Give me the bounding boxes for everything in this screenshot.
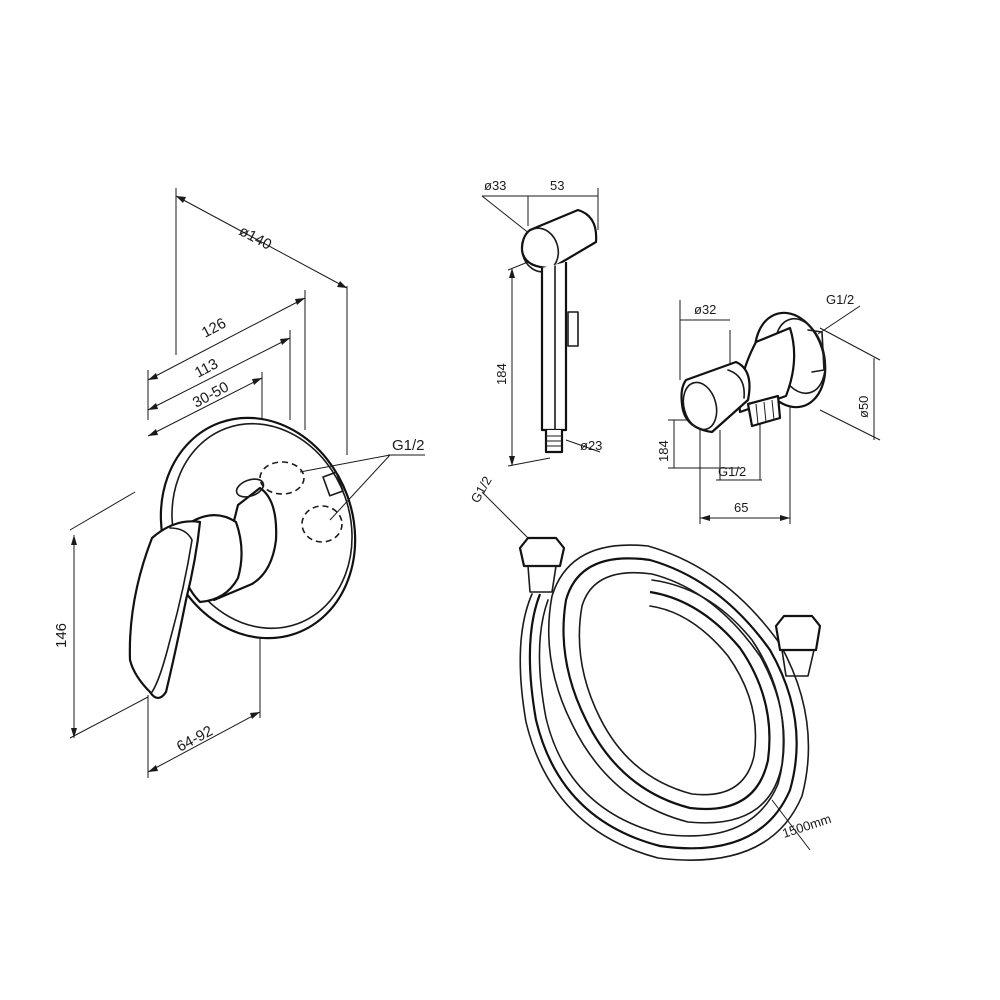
hand-shower-stem [540, 262, 568, 432]
hand-shower-length-label: 184 [494, 363, 509, 385]
mixer-height-label: 146 [53, 623, 70, 648]
hose-drawing: G1/2 1500mm [468, 474, 833, 861]
wall-outlet-body [738, 326, 796, 414]
hose-coils [519, 544, 810, 861]
mixer-lever [128, 520, 202, 700]
mixer-connection-label: G1/2 [392, 437, 425, 454]
hose-left-nut [518, 536, 566, 568]
wall-outlet-drawing: ø32 G1/2 ø50 184 G1/2 65 [656, 292, 881, 524]
mixer-depth-body-dimension: 113 [147, 330, 291, 420]
mixer-depth-body-label: 113 [192, 355, 221, 381]
mixer-adjust-label: 30-50 [190, 379, 232, 412]
hose-length-label: 1500mm [780, 811, 833, 841]
hand-shower-length-dimension: 184 [494, 261, 551, 467]
wall-outlet-connection-top-label: G1/2 [826, 292, 854, 307]
mixer-handle-label: 64-92 [174, 723, 216, 756]
wall-outlet-holder [680, 360, 751, 434]
wall-outlet-height-label: 184 [656, 440, 671, 462]
mixer-drawing: ø140 126 113 30-50 [53, 188, 425, 778]
hand-shower-head [520, 208, 598, 270]
wall-outlet-flange-diameter-label: ø50 [856, 396, 871, 418]
hand-shower-head-diameter-label: ø33 [484, 178, 506, 193]
hose-right-nut [774, 614, 822, 652]
wall-outlet-holder-diameter-label: ø32 [694, 302, 716, 317]
hand-shower-stem-diameter-label: ø23 [580, 438, 602, 453]
hand-shower-head-dimension: ø33 53 [481, 178, 599, 235]
hand-shower-head-length-label: 53 [550, 178, 564, 193]
mixer-depth-total-label: 126 [199, 315, 229, 342]
mixer-connection-callout: G1/2 [299, 437, 425, 521]
wall-outlet-depth-label: 65 [734, 500, 748, 515]
wall-outlet-connection-bottom-label: G1/2 [718, 464, 746, 479]
mixer-diameter-label: ø140 [236, 223, 274, 254]
mixer-height-dimension: 146 [53, 491, 149, 739]
mixer-depth-total-dimension: 126 [147, 290, 306, 430]
hand-shower-drawing: ø33 53 184 ø23 [481, 178, 602, 467]
